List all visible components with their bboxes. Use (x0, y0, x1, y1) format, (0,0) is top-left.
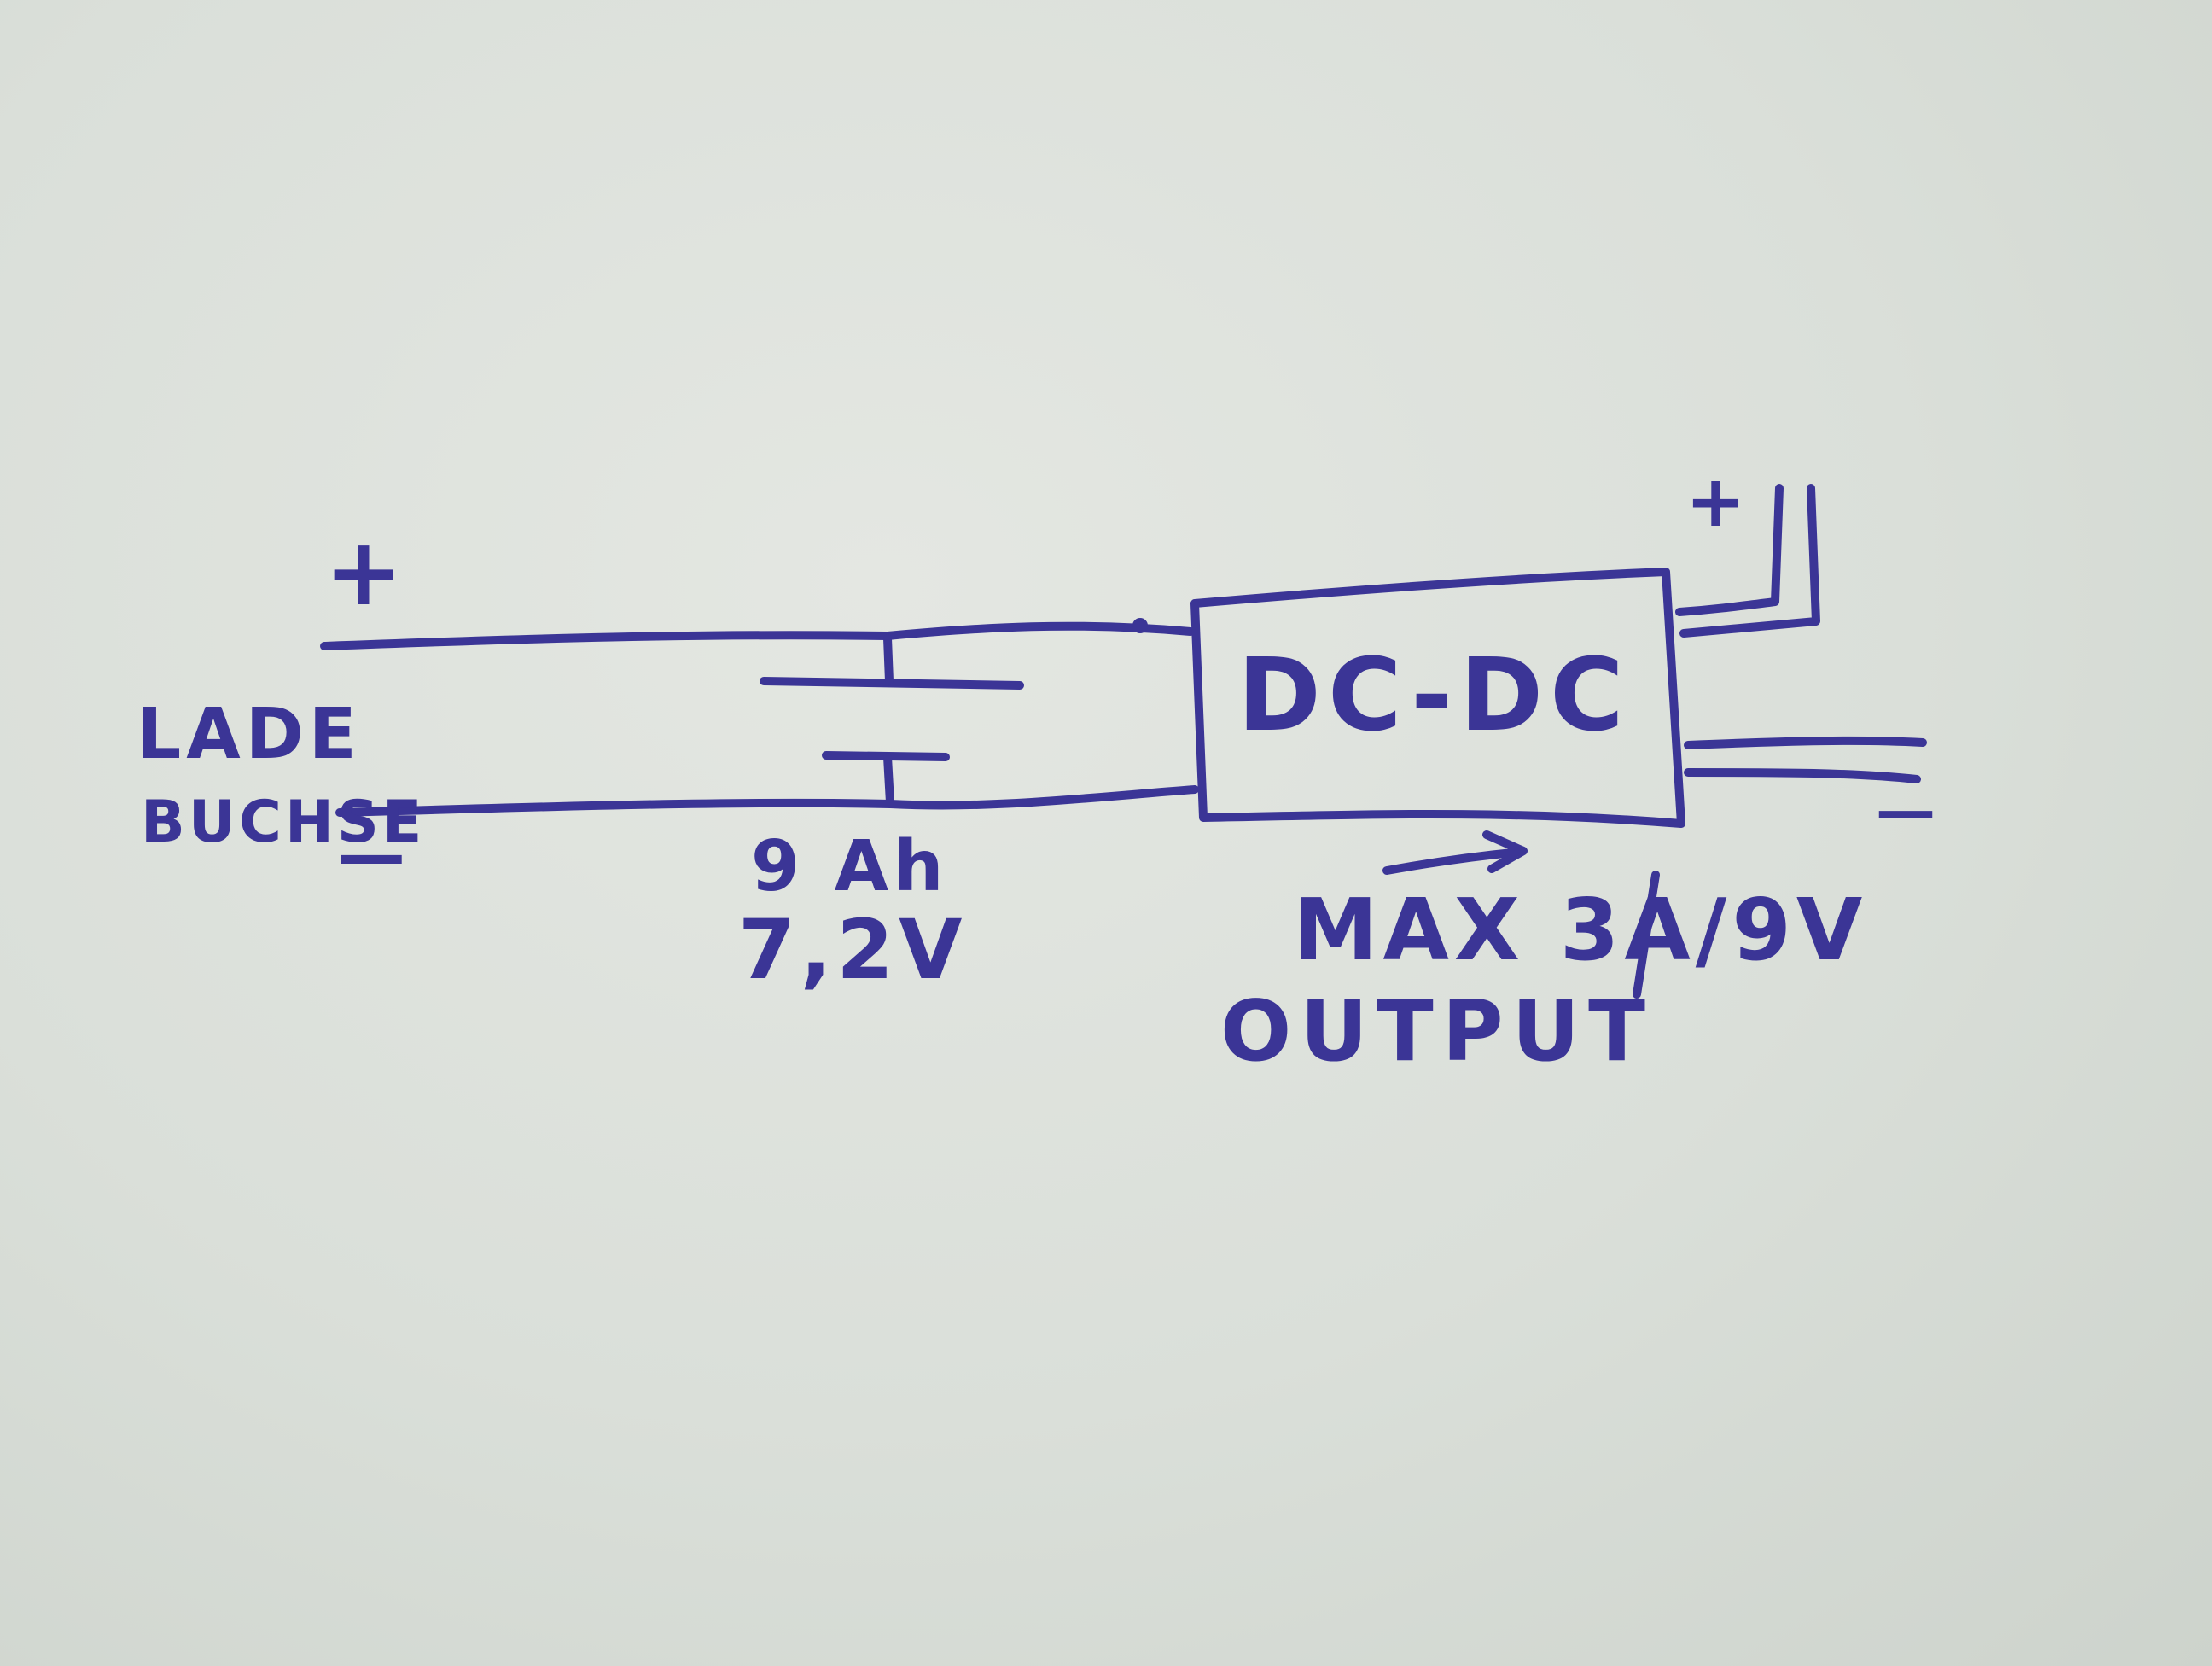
output-plus-sign: + (1685, 459, 1746, 543)
converter-box (1190, 568, 1685, 828)
input-plus-sign: + (324, 517, 404, 626)
output-arrow (1382, 830, 1528, 875)
output-positive-wire-a (1675, 484, 1784, 616)
junction-dot (1132, 618, 1148, 633)
input-minus-sign: — (337, 815, 405, 894)
spec-slash (1633, 871, 1660, 999)
output-minus-sign: — (1876, 776, 1936, 846)
battery-stem-bottom (883, 753, 894, 807)
input-label-line2: BUCHSE (141, 789, 426, 856)
battery-stem-top (883, 634, 894, 685)
converter-label: DC-DC (1237, 636, 1631, 754)
battery-voltage: 7,2V (738, 902, 968, 998)
output-positive-wire-b (1679, 484, 1820, 638)
output-negative-wire-b (1684, 768, 1921, 783)
output-label: OUTPUT (1220, 983, 1654, 1081)
negative-wire (335, 785, 1199, 817)
battery-capacity: 9 Ah (751, 826, 949, 907)
positive-wire (320, 621, 1195, 650)
output-negative-wire-a (1684, 736, 1927, 749)
input-label-line1: LADE (137, 694, 362, 775)
output-spec: MAX 3A/9V (1293, 880, 1868, 980)
